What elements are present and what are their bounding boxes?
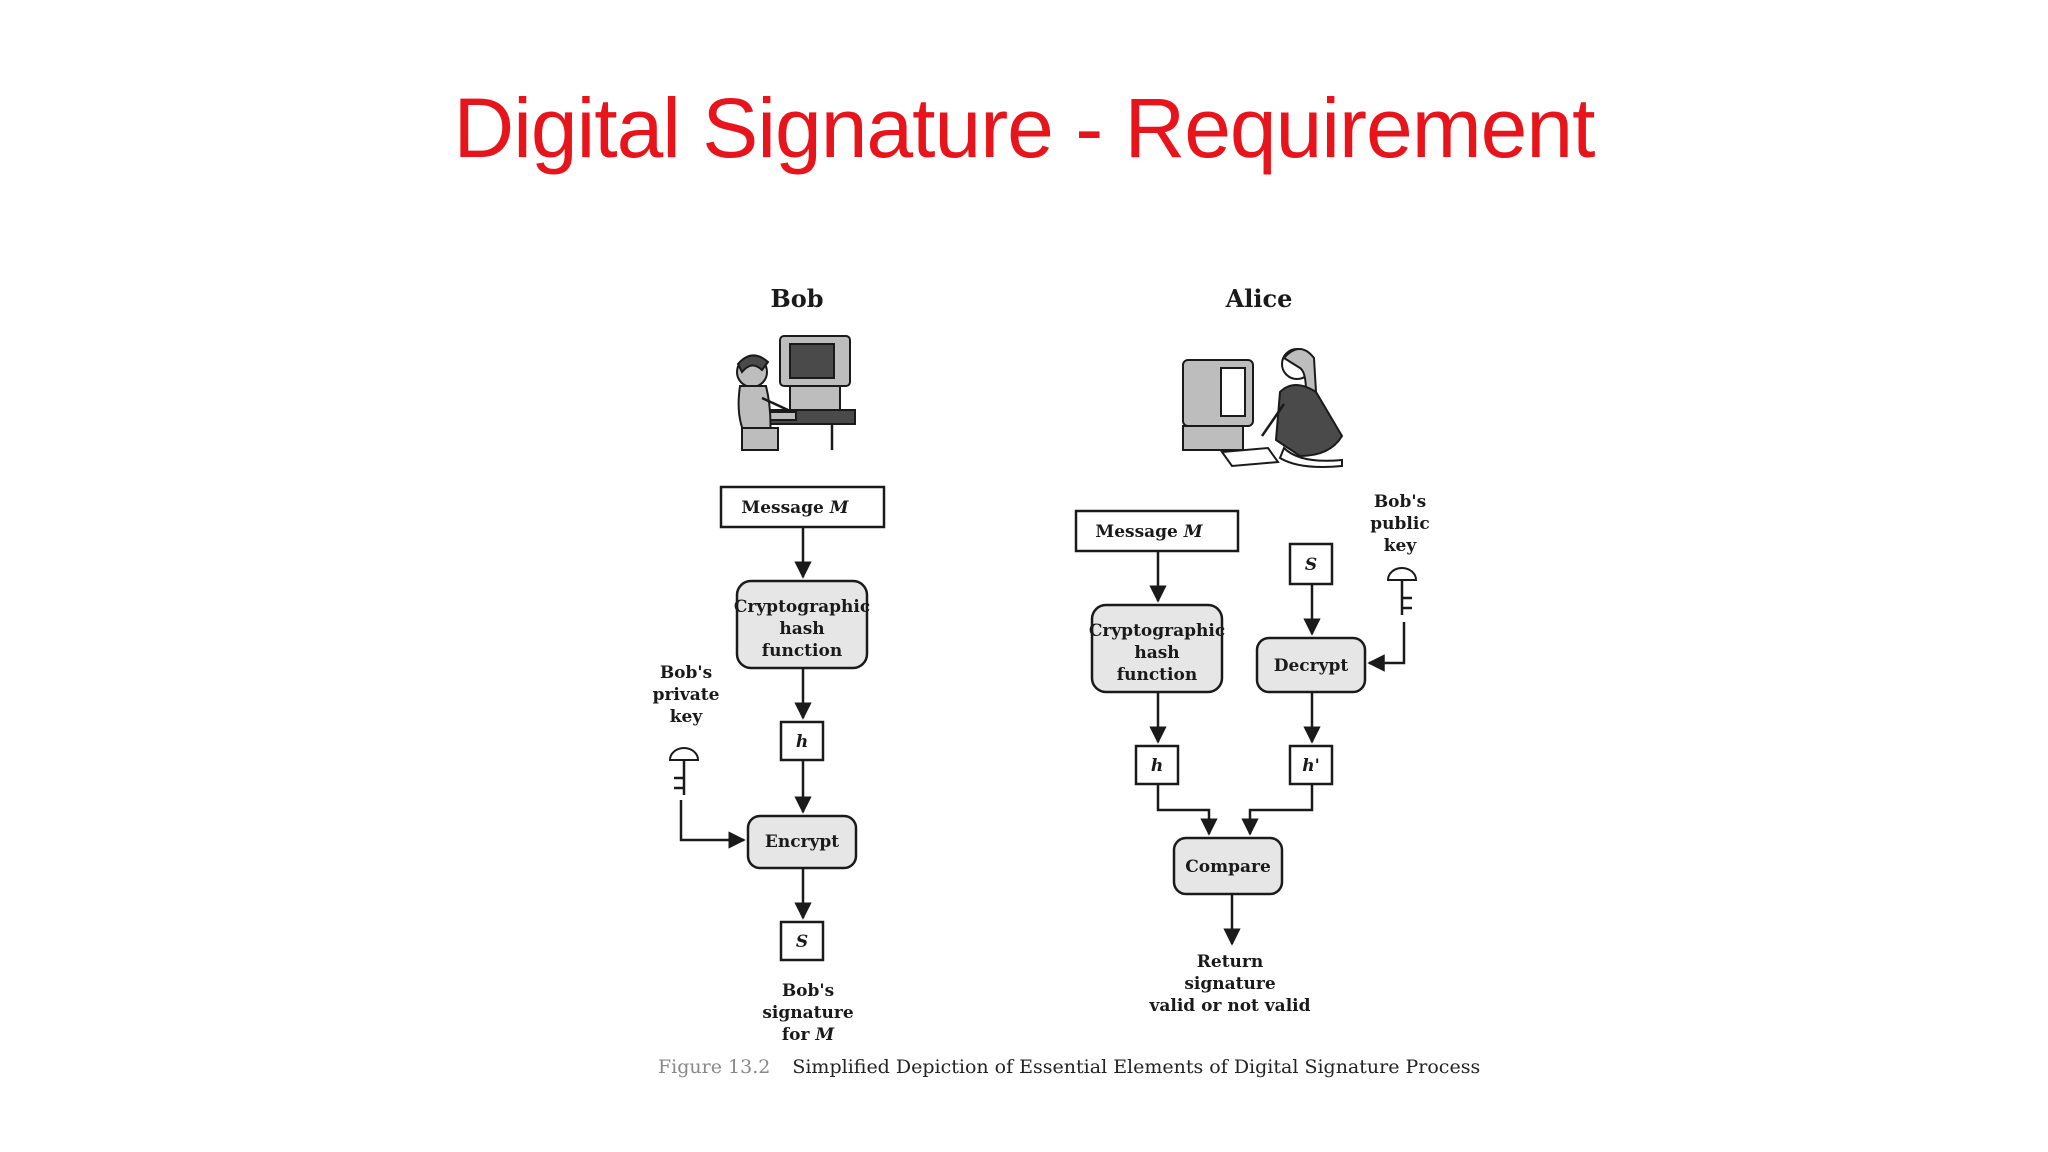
alice-result-label-line1: Return — [1197, 952, 1263, 972]
alice-result-label-line3: valid or not valid — [1149, 996, 1311, 1016]
alice-message-box — [1074, 509, 1240, 553]
alice-hash-label-line1: Cryptographic — [1089, 621, 1225, 641]
alice-heading: Alice — [1225, 284, 1293, 313]
bob-hash-label-line1: Cryptographic — [734, 597, 870, 617]
alice-h-prime-label: h' — [1302, 756, 1320, 776]
edge-alice-key-to-decrypt — [1367, 622, 1406, 672]
computer-user-icon — [1182, 348, 1344, 468]
edge-bob-key-to-encrypt — [679, 800, 746, 849]
alice-s-label: S — [1305, 555, 1317, 575]
alice-h-box — [1134, 744, 1180, 786]
bob-signature-label-line3: for M — [782, 1025, 836, 1045]
bob-private-key-label-line3: key — [670, 707, 704, 727]
bob-hash-label-line3: function — [762, 641, 842, 661]
alice-message-label: Message M — [1095, 522, 1203, 542]
alice-public-key-label-line2: public — [1370, 514, 1429, 534]
alice-hash-label-line3: function — [1117, 665, 1197, 685]
key-icon — [668, 746, 700, 795]
alice-hash-label-line2: hash — [1134, 643, 1179, 663]
bob-private-key-label-line2: private — [653, 685, 720, 705]
alice-public-key-label-line3: key — [1384, 536, 1418, 556]
bob-signature-label-line1: Bob's — [782, 981, 834, 1001]
alice-public-key-label-line1: Bob's — [1374, 492, 1426, 512]
alice-h-label: h — [1151, 756, 1163, 776]
bob-h-label: h — [796, 732, 808, 752]
bob-s-box — [779, 920, 825, 962]
bob-hash-label-line2: hash — [779, 619, 824, 639]
alice-result-label-line2: signature — [1184, 974, 1275, 994]
bob-signature-label-line2: signature — [762, 1003, 853, 1023]
bob-private-key-label-line1: Bob's — [660, 663, 712, 683]
edge-alice-h-prime-to-compare — [1241, 784, 1314, 836]
bob-heading: Bob — [770, 284, 823, 313]
edge-alice-h-to-compare — [1156, 784, 1218, 836]
bob-s-label: S — [796, 932, 808, 952]
alice-compare-box — [1172, 836, 1284, 896]
bob-message-label: Message M — [741, 498, 849, 518]
computer-user-icon — [736, 335, 856, 451]
key-icon — [1386, 566, 1418, 615]
alice-decrypt-label: Decrypt — [1274, 656, 1349, 676]
slide-title: Digital Signature - Requirement — [453, 81, 1596, 175]
bob-encrypt-label: Encrypt — [765, 832, 839, 852]
alice-s-box — [1288, 542, 1334, 586]
alice-compare-label: Compare — [1185, 857, 1271, 877]
